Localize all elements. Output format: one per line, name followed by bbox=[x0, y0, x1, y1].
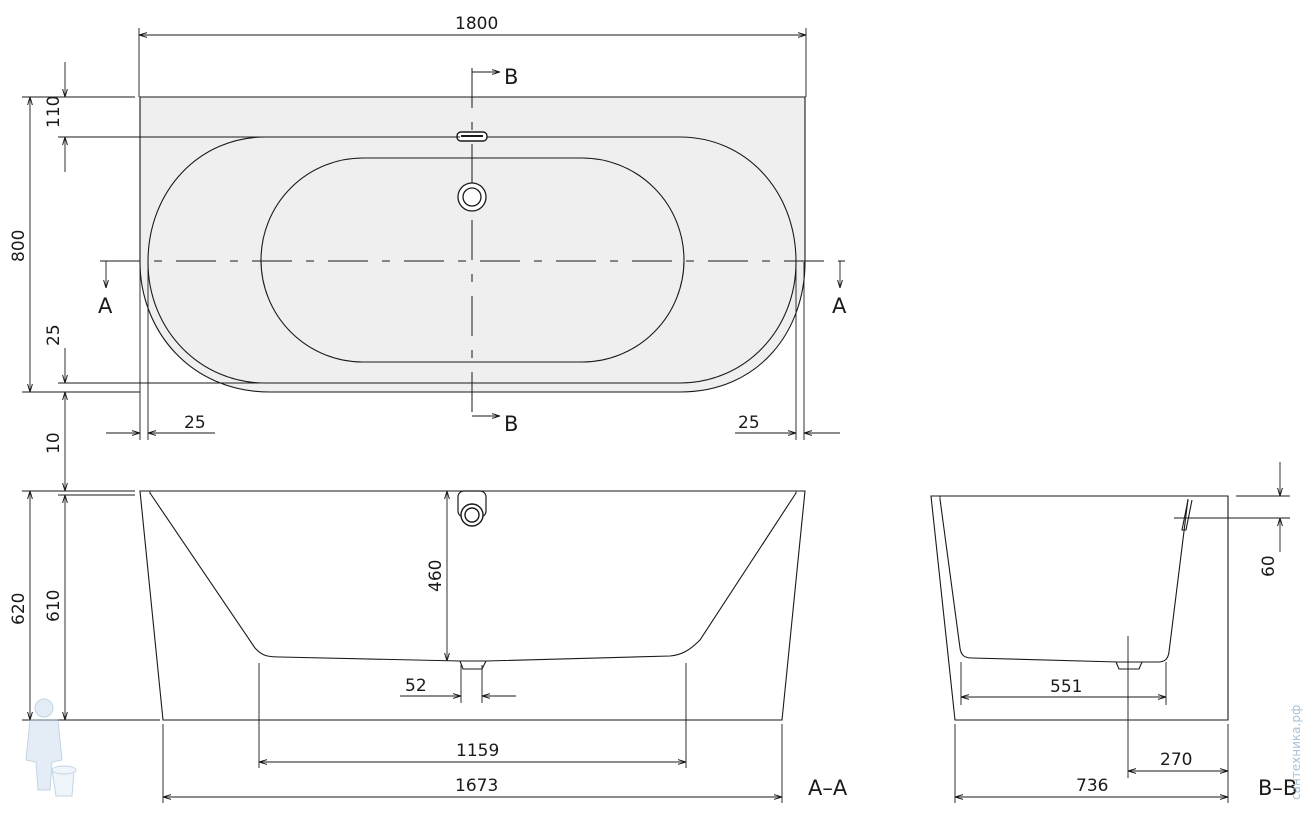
dim-label-110: 110 bbox=[44, 96, 64, 128]
dim-label-460: 460 bbox=[426, 560, 446, 592]
dim-label-1673: 1673 bbox=[455, 776, 498, 796]
section-marker-b-top: B bbox=[472, 65, 518, 89]
drain-outlet bbox=[459, 660, 487, 670]
section-bb-inner bbox=[939, 498, 1189, 663]
dim-60: 60 bbox=[1174, 462, 1290, 577]
overflow-fitting-icon bbox=[457, 490, 487, 527]
dim-10: 10 bbox=[44, 410, 66, 478]
dim-110: 110 bbox=[44, 62, 460, 172]
section-aa-inner bbox=[149, 492, 797, 662]
section-bb: 60 551 270 736 B–B bbox=[930, 462, 1297, 803]
section-marker-a-right: A bbox=[832, 261, 847, 318]
dim-270: 270 bbox=[1127, 636, 1228, 778]
dim-label-270: 270 bbox=[1160, 750, 1192, 770]
dim-1673: 1673 bbox=[162, 724, 783, 803]
section-label-b-bottom: B bbox=[504, 412, 518, 436]
dim-1800: 1800 bbox=[138, 14, 807, 97]
dim-551: 551 bbox=[960, 662, 1167, 705]
dim-800: 800 bbox=[9, 96, 140, 393]
dim-label-736: 736 bbox=[1076, 776, 1108, 796]
dim-25-left: 25 bbox=[106, 262, 215, 440]
top-view: B B A A 1800 800 bbox=[9, 14, 847, 478]
top-view-rim bbox=[147, 136, 797, 384]
drain-icon bbox=[457, 182, 487, 212]
dim-label-60: 60 bbox=[1259, 555, 1279, 577]
dim-label-25-right: 25 bbox=[738, 413, 760, 433]
dim-label-25-vertical: 25 bbox=[44, 324, 64, 346]
dim-460: 460 bbox=[426, 491, 447, 661]
dim-736: 736 bbox=[954, 724, 1229, 803]
dim-1159: 1159 bbox=[258, 663, 687, 768]
dim-label-25-left: 25 bbox=[184, 413, 206, 433]
dim-label-52: 52 bbox=[405, 676, 427, 696]
dim-label-610: 610 bbox=[44, 590, 64, 622]
dim-610: 610 bbox=[44, 478, 135, 720]
section-bb-overflow bbox=[1181, 495, 1228, 531]
section-aa: 620 610 460 52 1159 bbox=[9, 478, 848, 803]
dim-label-800: 800 bbox=[9, 230, 29, 262]
dim-label-1159: 1159 bbox=[456, 741, 499, 761]
watermark-text: сантехника.рф bbox=[1289, 705, 1303, 800]
dim-25-vertical: 25 bbox=[44, 324, 260, 410]
section-label-a-left: A bbox=[98, 294, 113, 318]
section-title-bb: B–B bbox=[1258, 776, 1297, 800]
section-marker-b-bottom: B bbox=[472, 412, 518, 436]
section-marker-a-left: A bbox=[98, 261, 113, 318]
dim-label-10: 10 bbox=[44, 432, 64, 454]
section-bb-drain bbox=[1115, 661, 1143, 670]
section-bb-body bbox=[930, 495, 1229, 721]
plumber-mascot-icon bbox=[25, 698, 77, 797]
dim-label-620: 620 bbox=[9, 593, 29, 625]
dim-label-551: 551 bbox=[1050, 677, 1082, 697]
overflow-icon bbox=[456, 131, 488, 142]
dim-620: 620 bbox=[9, 490, 160, 721]
dim-label-1800: 1800 bbox=[455, 14, 498, 34]
section-label-b-top: B bbox=[504, 65, 518, 89]
section-title-aa: A–A bbox=[808, 776, 848, 800]
dim-25-right: 25 bbox=[735, 262, 840, 440]
section-label-a-right: A bbox=[832, 294, 847, 318]
dim-52: 52 bbox=[400, 665, 516, 703]
